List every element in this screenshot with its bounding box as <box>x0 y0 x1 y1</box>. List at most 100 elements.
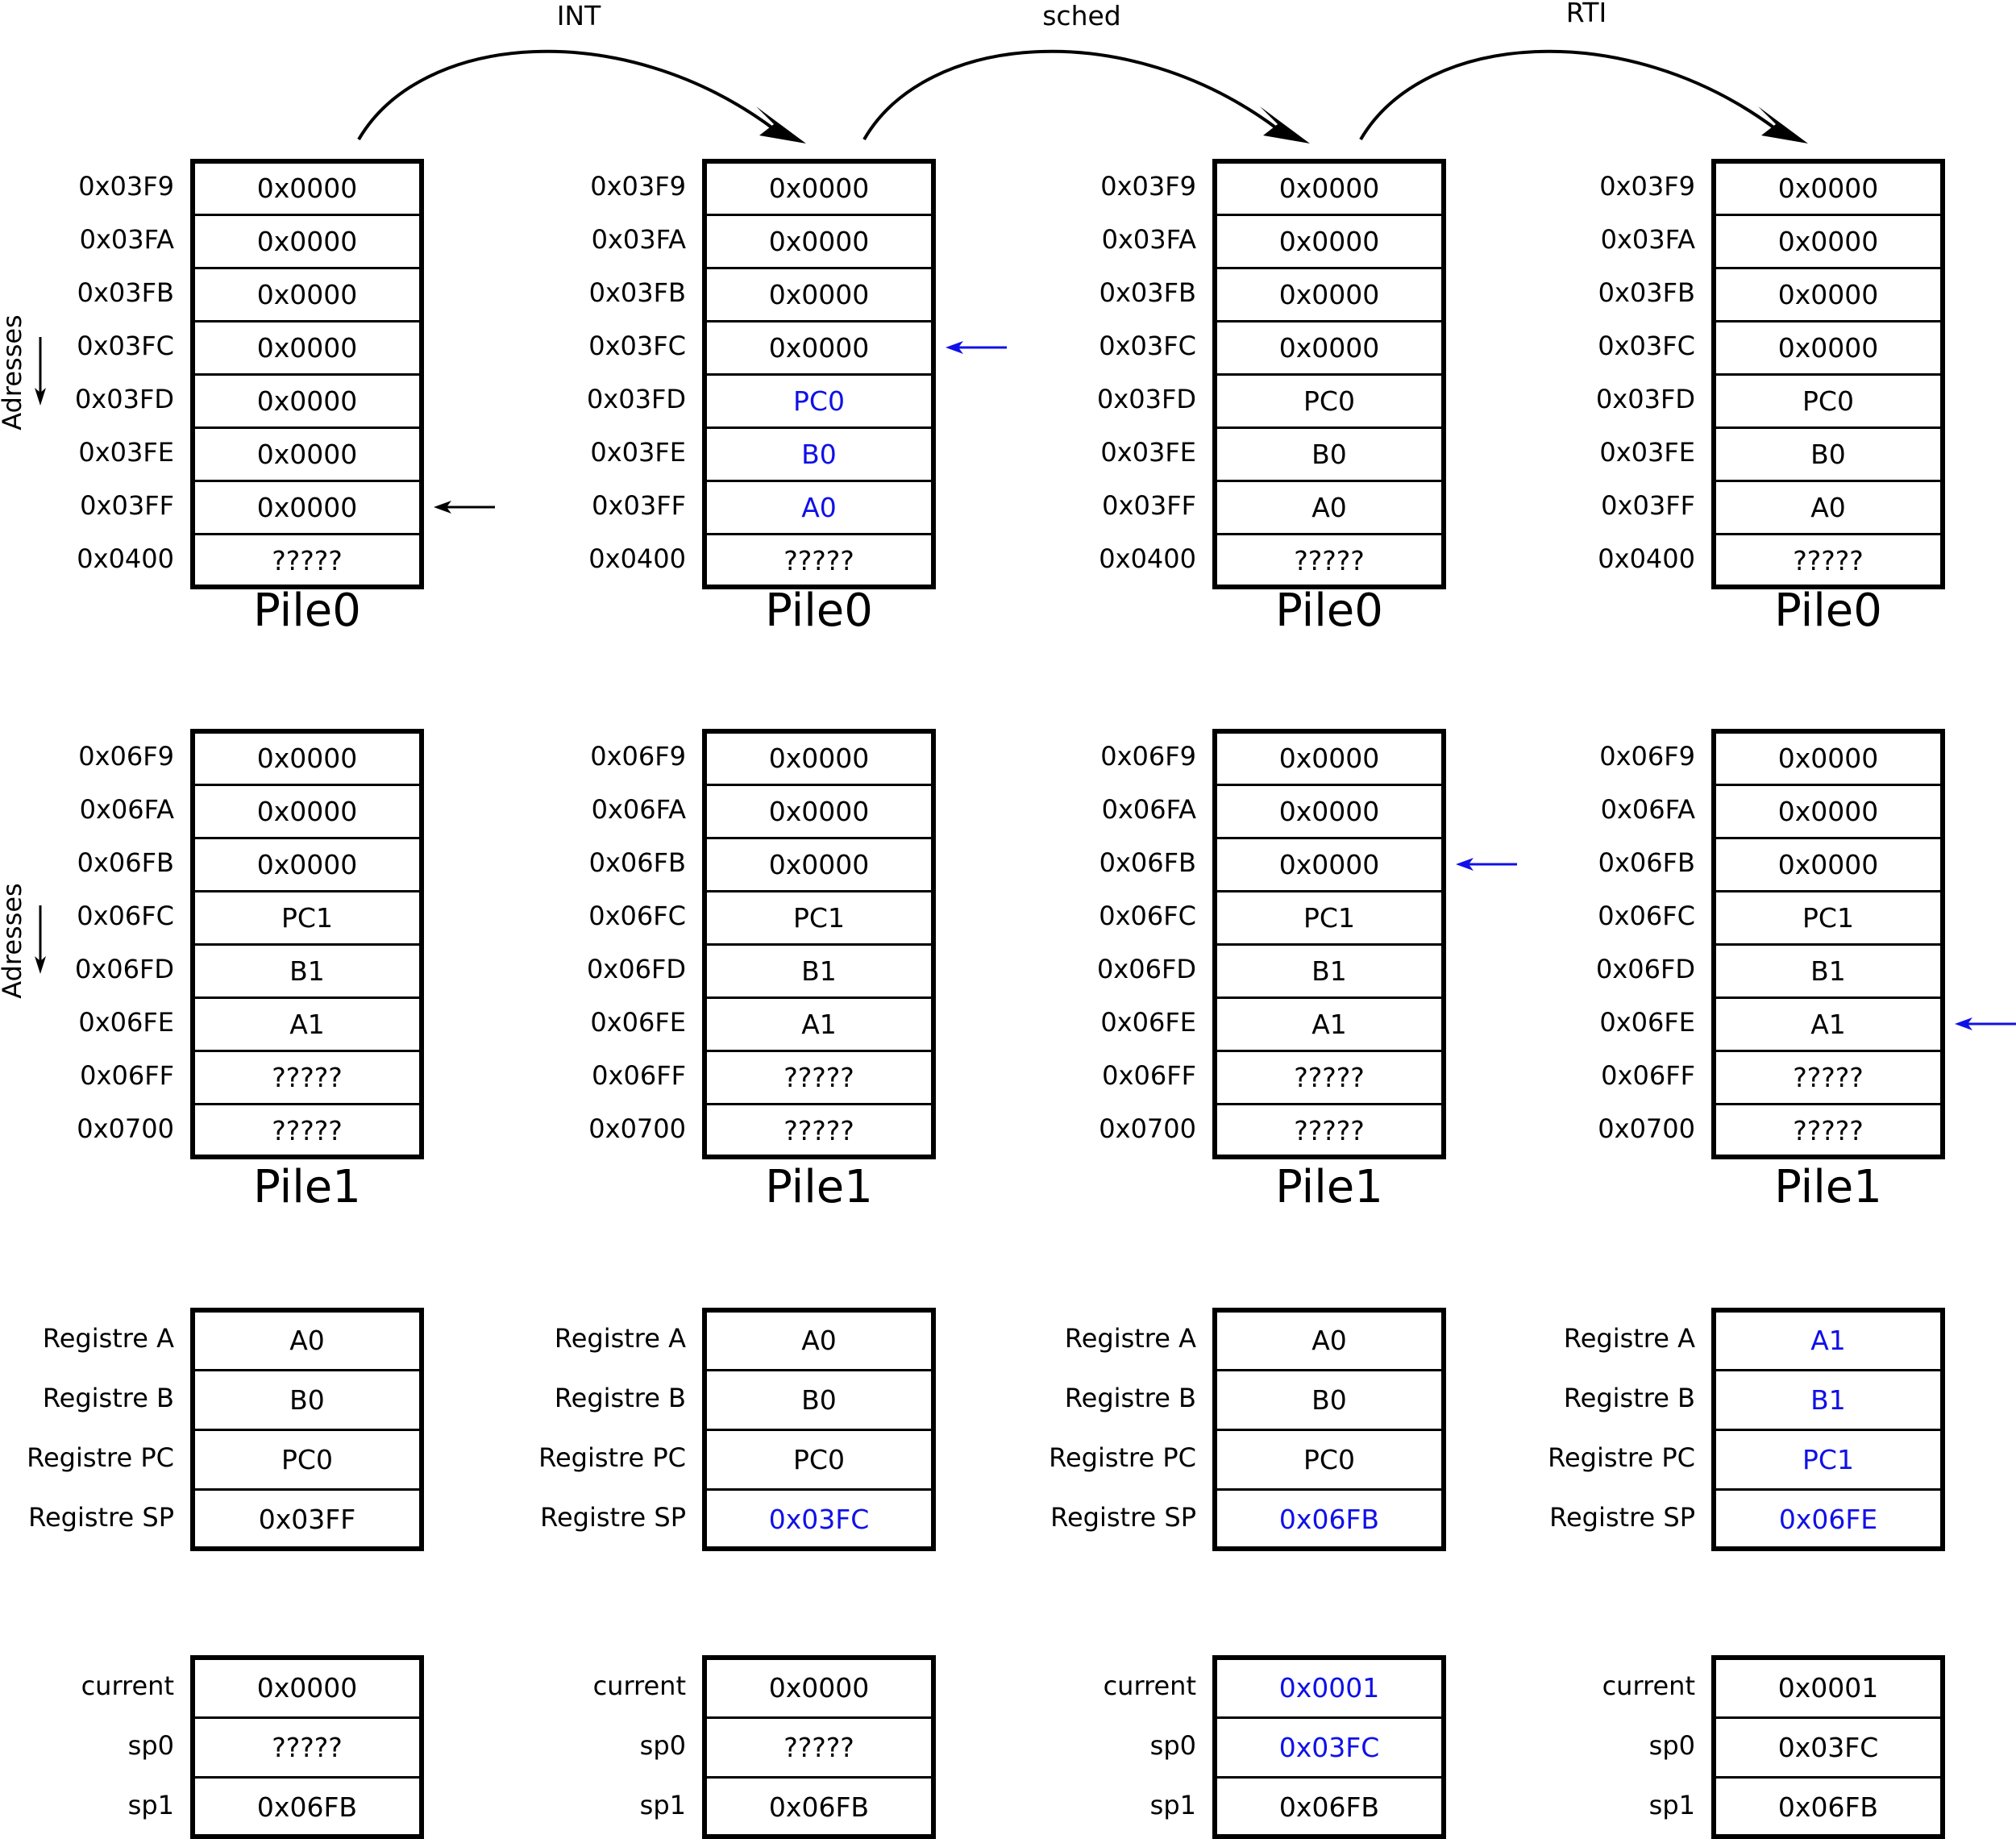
stack0-cell: 0x0000 <box>1278 331 1380 364</box>
stack1-cell: 0x0000 <box>256 742 358 774</box>
stack1-separator <box>190 784 424 786</box>
transition-arrow-head <box>756 106 806 144</box>
stack0-separator <box>702 320 936 322</box>
register-separator <box>702 1369 936 1371</box>
stack1-cell: ????? <box>272 1114 343 1146</box>
stack0-label: 0x03FB <box>1598 277 1695 308</box>
stack0-label: 0x0400 <box>1099 543 1196 574</box>
stack1-label: 0x06FC <box>77 901 174 931</box>
stack1-label: 0x0700 <box>77 1113 174 1144</box>
stack0-separator <box>190 267 424 269</box>
stack1-separator <box>1212 1103 1446 1105</box>
stack0-label: 0x03FF <box>80 490 174 521</box>
stack0-label: 0x03FA <box>1101 224 1196 255</box>
stack1-separator <box>190 837 424 839</box>
stack0-cell: 0x0000 <box>1777 225 1879 257</box>
stack0-cell: 0x0000 <box>768 278 870 310</box>
stack0-label: 0x03FB <box>1099 277 1196 308</box>
variable-label: current <box>1103 1670 1196 1701</box>
stack1-cell: PC1 <box>1802 901 1854 934</box>
register-label: Registre PC <box>1049 1442 1196 1473</box>
stack1-cell: 0x0000 <box>256 848 358 880</box>
variable-cell: 0x0001 <box>1777 1671 1879 1704</box>
stack0-cell: 0x0000 <box>256 172 358 204</box>
stack0-separator <box>190 373 424 376</box>
stack-pointer-arrow-head <box>1456 858 1474 871</box>
addresses-label: Adresses <box>0 883 27 999</box>
stack1-separator <box>190 1050 424 1052</box>
stack0-label: 0x03FC <box>77 331 174 361</box>
variable-separator <box>702 1776 936 1779</box>
stack0-separator <box>190 533 424 535</box>
stack1-cell: PC1 <box>1303 901 1355 934</box>
stack1-separator <box>702 890 936 892</box>
stack0-label: 0x03FD <box>1096 384 1196 414</box>
stack1-separator <box>1212 943 1446 946</box>
stack0-label: 0x03F9 <box>78 171 174 202</box>
stack0-cell: A0 <box>801 491 837 523</box>
stack1-label: 0x06FE <box>1599 1007 1695 1038</box>
stack0-label: 0x03FE <box>1100 437 1196 468</box>
stack0-title: Pile0 <box>253 585 361 637</box>
stack0-cell: 0x0000 <box>256 278 358 310</box>
register-cell: A0 <box>801 1324 837 1356</box>
register-separator <box>190 1488 424 1491</box>
register-cell: A0 <box>1311 1324 1347 1356</box>
stack1-cell: A1 <box>1311 1008 1347 1040</box>
variable-separator <box>1212 1776 1446 1779</box>
stack1-cell: 0x0000 <box>768 742 870 774</box>
stack0-label: 0x03FA <box>1600 224 1695 255</box>
stack1-separator <box>702 1050 936 1052</box>
stack0-cell: ????? <box>784 544 854 576</box>
stack0-label: 0x03FC <box>588 331 686 361</box>
stack0-cell: 0x0000 <box>768 331 870 364</box>
stack0-separator <box>702 373 936 376</box>
stack0-title: Pile0 <box>765 585 873 637</box>
variable-label: current <box>81 1670 174 1701</box>
stack-pointer-arrow-head <box>434 501 451 514</box>
stack1-label: 0x06FE <box>590 1007 686 1038</box>
stack1-cell: A1 <box>289 1008 325 1040</box>
stack1-separator <box>702 784 936 786</box>
addresses-label: Adresses <box>0 314 27 431</box>
variable-box <box>1212 1655 1446 1839</box>
stack1-title: Pile1 <box>1275 1161 1383 1213</box>
stack1-label: 0x06FB <box>1598 847 1695 878</box>
stack1-cell: 0x0000 <box>768 795 870 827</box>
register-label: Registre A <box>1064 1323 1196 1354</box>
stack0-cell: ????? <box>1294 544 1365 576</box>
register-separator <box>1212 1369 1446 1371</box>
register-label: Registre A <box>554 1323 686 1354</box>
stack1-separator <box>1711 1050 1945 1052</box>
stack1-label: 0x06F9 <box>590 741 686 772</box>
stack1-label: 0x06FF <box>1102 1060 1196 1091</box>
stack1-label: 0x06F9 <box>1100 741 1196 772</box>
stack1-cell: ????? <box>1793 1061 1864 1093</box>
stack1-cell: PC1 <box>281 901 333 934</box>
stack0-cell: PC0 <box>793 385 845 417</box>
variable-separator <box>190 1716 424 1719</box>
stack1-label: 0x06FD <box>74 954 174 984</box>
stack0-label: 0x03FD <box>1595 384 1695 414</box>
transition-label: sched <box>1042 0 1121 31</box>
stack1-cell: 0x0000 <box>1278 742 1380 774</box>
register-cell: 0x03FC <box>768 1503 870 1535</box>
stack0-separator <box>702 480 936 482</box>
stack0-separator <box>702 426 936 429</box>
register-label: Registre B <box>1563 1383 1695 1413</box>
variable-cell: 0x06FB <box>256 1791 358 1823</box>
variable-label: sp1 <box>1648 1790 1695 1820</box>
variable-label: sp1 <box>127 1790 174 1820</box>
stack0-separator <box>1212 267 1446 269</box>
stack0-separator <box>1711 480 1945 482</box>
register-label: Registre B <box>554 1383 686 1413</box>
stack1-cell: A1 <box>801 1008 837 1040</box>
register-cell: A1 <box>1810 1324 1846 1356</box>
stack1-separator <box>1212 1050 1446 1052</box>
variable-label: sp0 <box>1648 1730 1695 1761</box>
stack1-separator <box>702 996 936 999</box>
stack1-label: 0x06FE <box>78 1007 174 1038</box>
stack-pointer-arrow-head <box>946 341 963 354</box>
register-label: Registre SP <box>28 1502 174 1533</box>
stack1-cell: B1 <box>1311 955 1347 987</box>
